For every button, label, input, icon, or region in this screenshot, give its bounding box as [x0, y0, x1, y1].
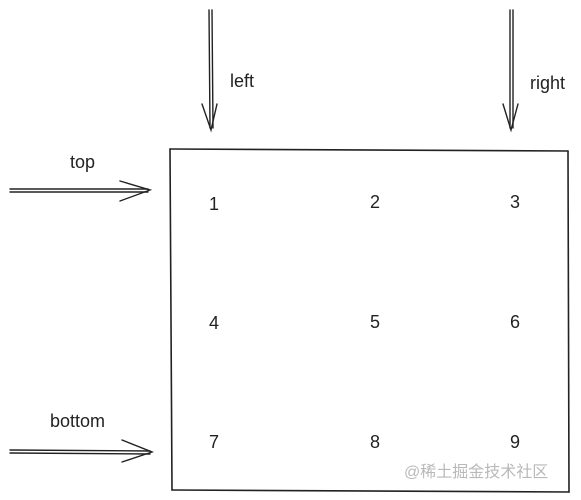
- left-pointer-label: left: [230, 71, 255, 91]
- matrix-cell: 6: [510, 312, 521, 332]
- matrix-cell: 5: [370, 312, 381, 332]
- matrix-cell: 8: [370, 432, 381, 452]
- right-arrow-icon: [502, 9, 519, 133]
- matrix-cell: 2: [370, 192, 381, 212]
- matrix-cell: 1: [209, 194, 220, 214]
- left-arrow-icon: [201, 9, 218, 133]
- right-pointer-label: right: [530, 73, 566, 93]
- watermark: @稀土掘金技术社区: [404, 464, 549, 481]
- top-pointer-label: top: [70, 152, 96, 172]
- top-arrow-icon: [9, 180, 153, 202]
- matrix-cell: 3: [510, 192, 521, 212]
- bottom-arrow-icon: [9, 439, 155, 463]
- matrix-cell: 7: [209, 432, 220, 452]
- bottom-pointer-label: bottom: [50, 411, 106, 431]
- matrix-frame: [169, 148, 570, 493]
- matrix-cell: 9: [510, 432, 521, 452]
- matrix-cell: 4: [209, 313, 220, 333]
